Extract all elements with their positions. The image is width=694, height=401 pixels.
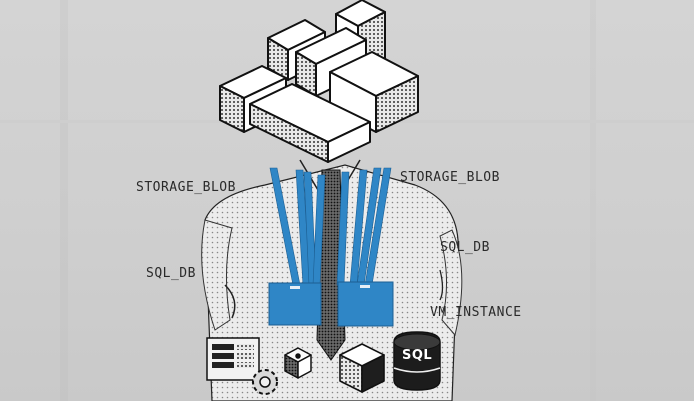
label-vm-instance: VM_INSTANCE [430, 305, 522, 320]
cube-large-icon [339, 343, 385, 393]
server-panel-icon [206, 337, 260, 381]
sql-database-icon [393, 331, 441, 391]
gear-icon [252, 369, 278, 395]
cube-small-icon [284, 347, 312, 379]
label-storage-blob-right: STORAGE_BLOB [400, 170, 500, 185]
id-badges [268, 281, 394, 327]
logo-head [219, 0, 419, 163]
label-storage-blob-left: STORAGE_BLOB [136, 180, 236, 195]
lanyards [269, 167, 392, 286]
label-sql-db-left: SQL_DB [146, 266, 196, 281]
label-sql-db-right: SQL_DB [440, 240, 490, 255]
sql-icon-text: SQL [402, 348, 433, 363]
